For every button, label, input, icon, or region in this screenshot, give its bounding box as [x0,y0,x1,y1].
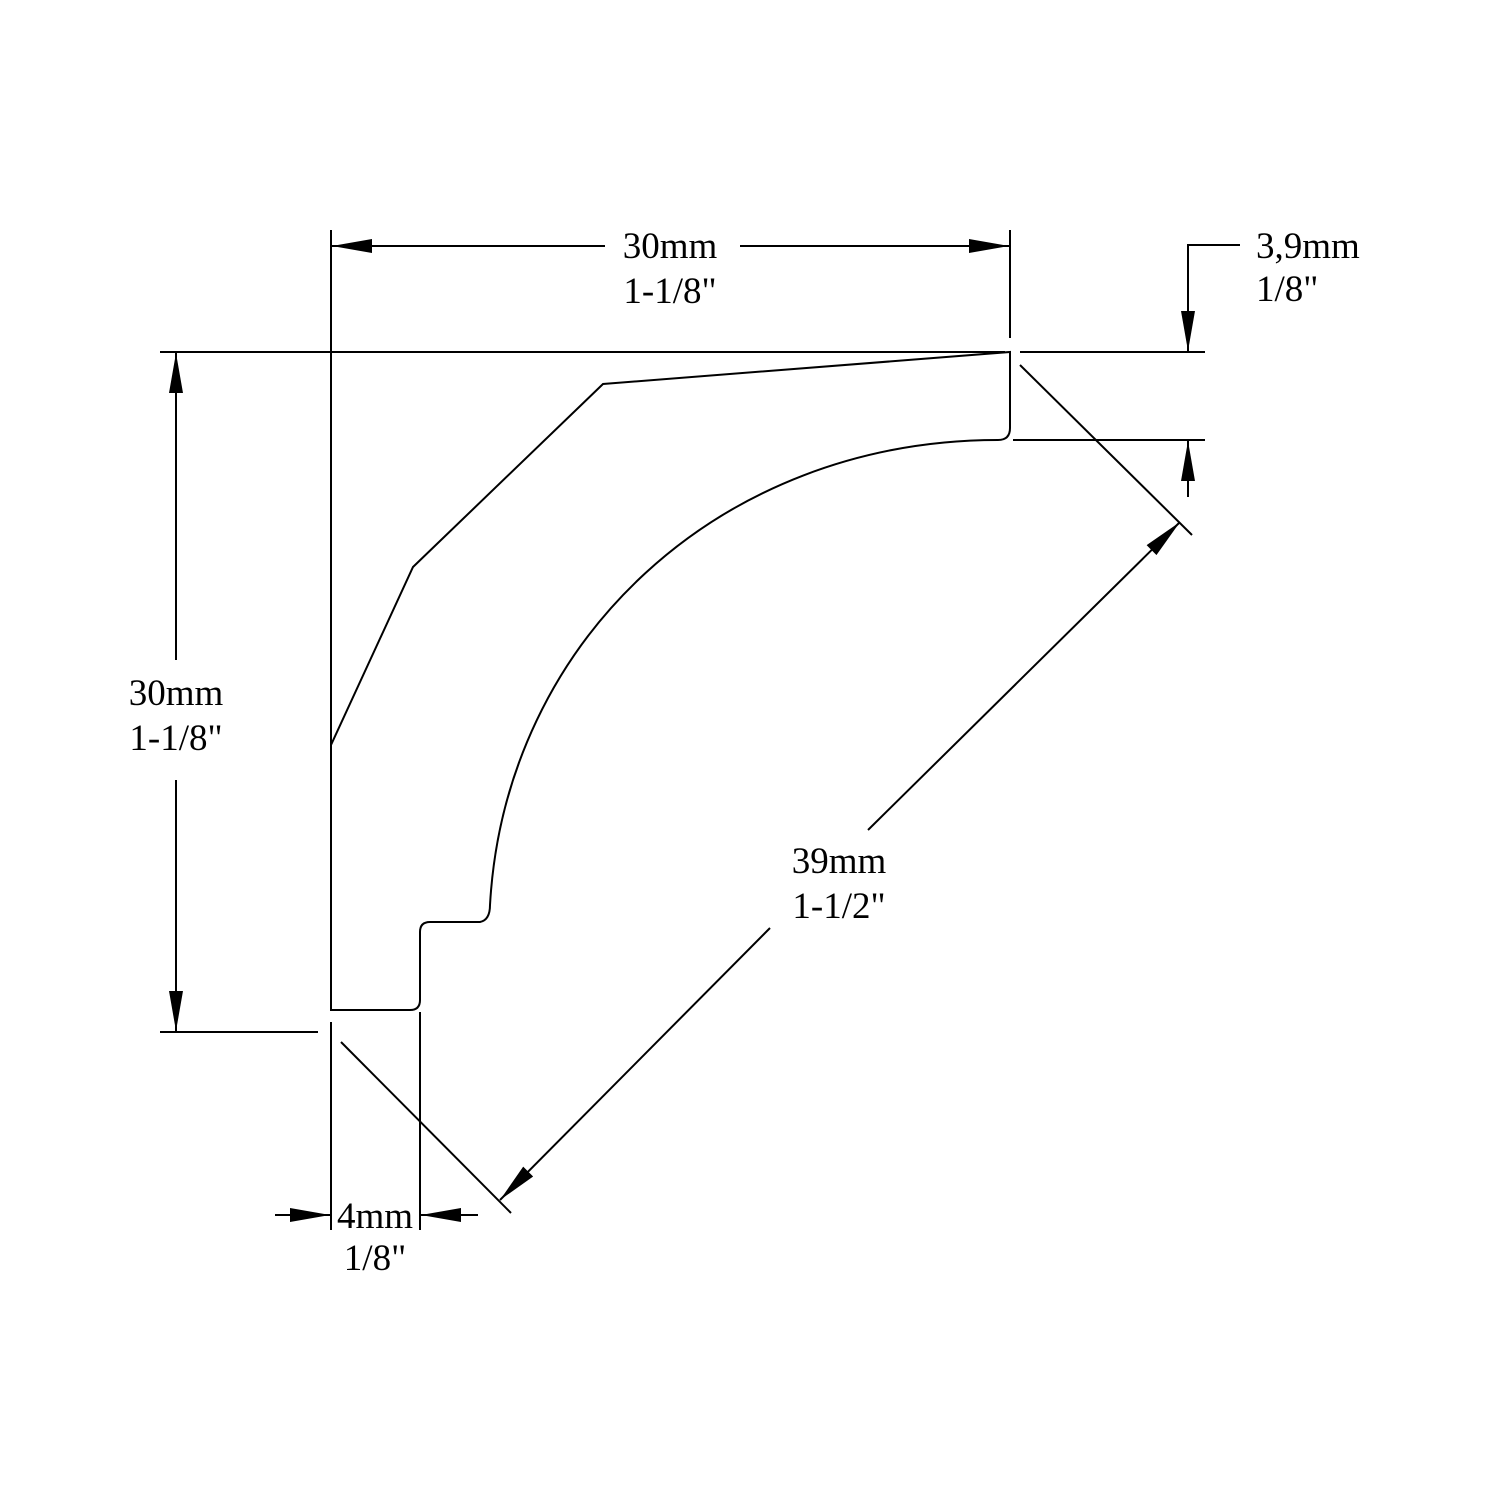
top-lip-mm: 3,9mm [1256,226,1360,267]
dimension-bottom-lip: 4mm 1/8" [275,1196,478,1279]
bottom-lip-inch: 1/8" [344,1238,406,1279]
bottom-lip-mm: 4mm [337,1196,413,1237]
dimension-top-width: 30mm 1-1/8" [332,226,1009,312]
top-lip-inch: 1/8" [1256,269,1318,310]
left-height-mm: 30mm [129,673,224,714]
dimension-diagonal: 39mm 1-1/2" [499,521,1181,1201]
top-width-mm: 30mm [623,226,718,267]
diagonal-mm: 39mm [792,841,887,882]
dimension-top-lip: 3,9mm 1/8" [1181,226,1360,497]
top-width-inch: 1-1/8" [623,271,716,312]
dimension-left-height: 30mm 1-1/8" [129,353,224,1031]
left-height-inch: 1-1/8" [129,718,222,759]
molding-profile [330,350,1011,1011]
diagonal-inch: 1-1/2" [792,886,885,927]
extension-lines [160,230,1205,1230]
